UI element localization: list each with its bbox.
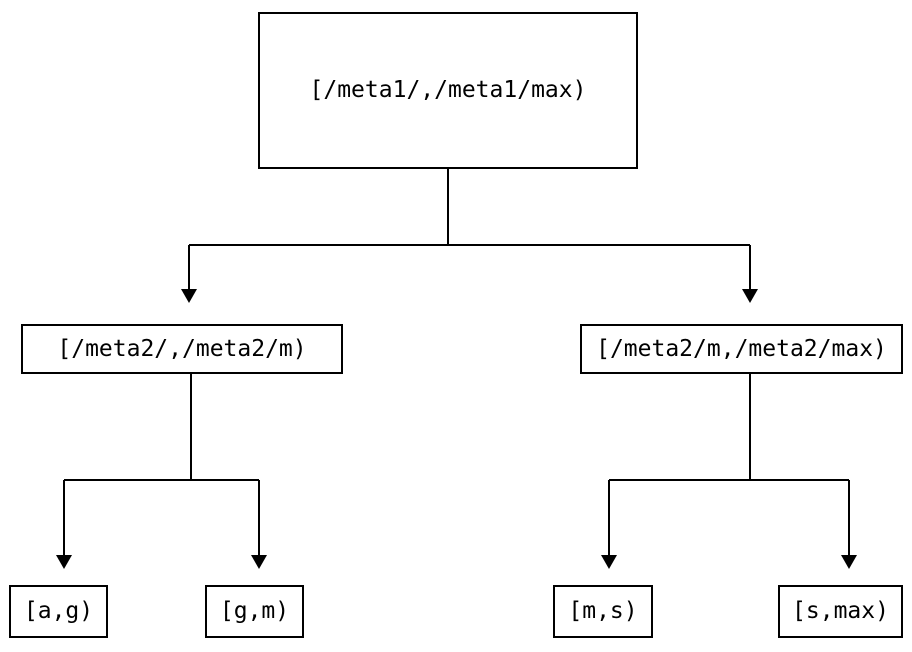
arrowhead-to-meta2-high [742, 289, 758, 303]
tree-node-root[interactable]: [/meta1/,/meta1/max) [258, 12, 638, 169]
tree-node-leaf-gm-label: [g,m) [219, 598, 290, 624]
tree-node-leaf-smax-label: [s,max) [792, 598, 889, 624]
tree-node-meta2-high-label: [/meta2/m,/meta2/max) [596, 335, 887, 362]
tree-node-leaf-ms[interactable]: [m,s) [553, 585, 653, 638]
tree-node-leaf-smax[interactable]: [s,max) [778, 585, 903, 638]
tree-node-meta2-high[interactable]: [/meta2/m,/meta2/max) [580, 324, 903, 374]
arrowhead-to-leaf-gm [251, 555, 267, 569]
tree-node-leaf-ag[interactable]: [a,g) [9, 585, 108, 638]
arrowhead-to-leaf-ag [56, 555, 72, 569]
arrowhead-to-leaf-smax [841, 555, 857, 569]
tree-node-leaf-gm[interactable]: [g,m) [205, 585, 304, 638]
tree-node-leaf-ag-label: [a,g) [23, 598, 94, 624]
arrowhead-to-leaf-ms [601, 555, 617, 569]
tree-node-meta2-low-label: [/meta2/,/meta2/m) [57, 335, 307, 362]
tree-node-meta2-low[interactable]: [/meta2/,/meta2/m) [21, 324, 343, 374]
arrowhead-to-meta2-low [181, 289, 197, 303]
tree-node-leaf-ms-label: [m,s) [568, 598, 638, 624]
tree-node-root-label: [/meta1/,/meta1/max) [309, 77, 587, 103]
